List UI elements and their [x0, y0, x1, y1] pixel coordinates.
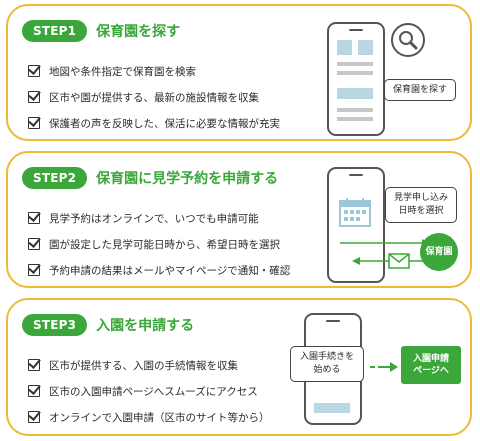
check-icon	[28, 238, 40, 250]
calendar-icon	[339, 198, 371, 227]
smartphone-icon	[327, 22, 385, 136]
callout-line: 入園手続きを	[299, 352, 354, 363]
check-icon	[28, 117, 40, 129]
step3-card: STEP3 入園を申請する 区市が提供する、入園の手続情報を収集 区市の入園申請…	[6, 298, 472, 436]
list-item: 予約申請の結果はメールやマイページで通知・確認	[28, 257, 290, 283]
step2-header: STEP2 保育園に見学予約を申請する	[22, 167, 278, 189]
step2-badge: STEP2	[22, 167, 88, 189]
step1-badge: STEP1	[22, 20, 88, 42]
item-text: オンラインで入園申請（区市のサイト等から）	[49, 411, 270, 424]
step3-badge: STEP3	[22, 314, 88, 336]
step3-item-list: 区市が提供する、入園の手続情報を収集 区市の入園申請ページへスムーズにアクセス …	[28, 352, 270, 430]
list-item: 見学予約はオンラインで、いつでも申請可能	[28, 205, 290, 231]
check-icon	[28, 264, 40, 276]
step3-header: STEP3 入園を申請する	[22, 314, 194, 336]
visit-datetime-callout[interactable]: 見学申し込み 日時を選択	[385, 187, 457, 223]
item-text: 保護者の声を反映した、保活に必要な情報が充実	[49, 117, 280, 130]
step1-title: 保育園を探す	[96, 24, 181, 40]
list-item: 園が設定した見学可能日時から、希望日時を選択	[28, 231, 290, 257]
item-text: 区市が提供する、入園の手続情報を収集	[49, 359, 238, 372]
check-icon	[28, 212, 40, 224]
search-nursery-callout[interactable]: 保育園を探す	[384, 79, 456, 101]
nursery-label: 保育園	[425, 246, 453, 257]
callout-line: 始める	[313, 365, 341, 375]
item-text: 区市や園が提供する、最新の施設情報を収集	[49, 91, 259, 104]
list-item: 区市や園が提供する、最新の施設情報を収集	[28, 84, 280, 110]
button-line: 入園申請	[412, 353, 449, 364]
arrow-right-icon	[370, 362, 398, 372]
check-icon	[28, 91, 40, 103]
step1-header: STEP1 保育園を探す	[22, 20, 180, 42]
item-text: 地図や条件指定で保育園を検索	[49, 65, 196, 78]
list-item: 保護者の声を反映した、保活に必要な情報が充実	[28, 110, 280, 136]
item-text: 見学予約はオンラインで、いつでも申請可能	[49, 212, 259, 225]
item-text: 園が設定した見学可能日時から、希望日時を選択	[49, 238, 280, 251]
item-text: 区市の入園申請ページへスムーズにアクセス	[49, 385, 258, 398]
item-text: 予約申請の結果はメールやマイページで通知・確認	[49, 264, 291, 277]
list-item: 地図や条件指定で保育園を検索	[28, 58, 280, 84]
application-page-button[interactable]: 入園申請 ページへ	[401, 346, 461, 384]
callout-label: 保育園を探す	[392, 84, 447, 95]
start-application-callout[interactable]: 入園手続きを 始める	[290, 346, 364, 382]
search-magnifier-icon	[391, 23, 425, 57]
check-icon	[28, 65, 40, 77]
callout-line: 見学申し込み	[393, 193, 448, 204]
step2-item-list: 見学予約はオンラインで、いつでも申請可能 園が設定した見学可能日時から、希望日時…	[28, 205, 290, 283]
list-item: 区市が提供する、入園の手続情報を収集	[28, 352, 270, 378]
check-icon	[28, 411, 40, 423]
envelope-icon	[388, 253, 410, 269]
step1-card: STEP1 保育園を探す 地図や条件指定で保育園を検索 区市や園が提供する、最新…	[6, 4, 472, 141]
check-icon	[28, 385, 40, 397]
step3-title: 入園を申請する	[96, 318, 195, 334]
list-item: オンラインで入園申請（区市のサイト等から）	[28, 404, 270, 430]
smartphone-icon	[327, 167, 385, 283]
nursery-badge: 保育園	[420, 233, 458, 271]
step2-title: 保育園に見学予約を申請する	[96, 171, 279, 187]
list-item: 区市の入園申請ページへスムーズにアクセス	[28, 378, 270, 404]
callout-line: 日時を選択	[398, 206, 444, 216]
step1-item-list: 地図や条件指定で保育園を検索 区市や園が提供する、最新の施設情報を収集 保護者の…	[28, 58, 280, 136]
check-icon	[28, 359, 40, 371]
step2-card: STEP2 保育園に見学予約を申請する 見学予約はオンラインで、いつでも申請可能…	[6, 151, 472, 288]
button-line: ページへ	[413, 366, 449, 376]
